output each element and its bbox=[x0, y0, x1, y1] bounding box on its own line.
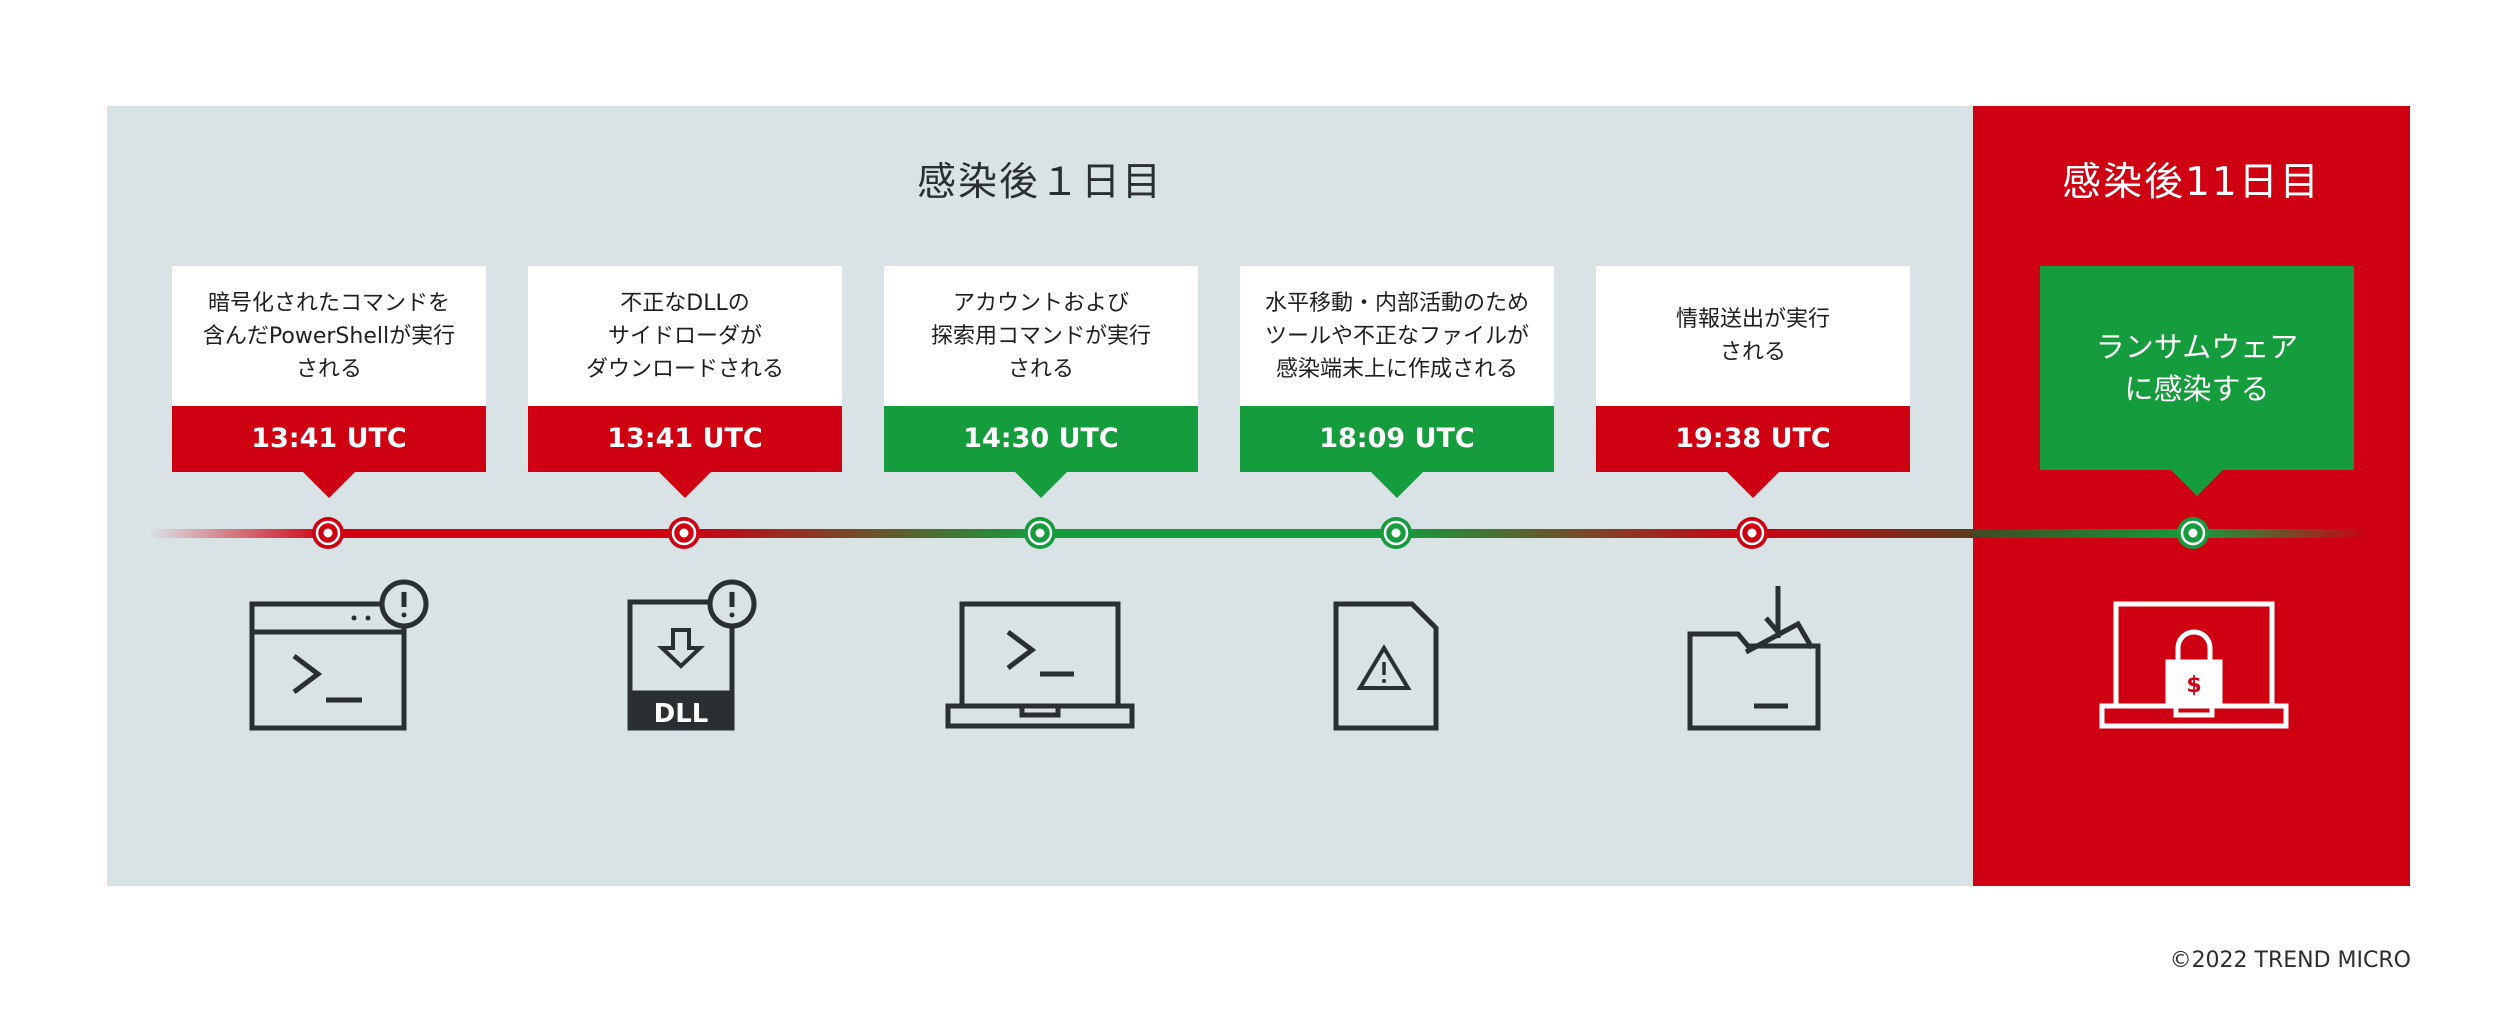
event-description: 暗号化されたコマンドを 含んだPowerShellが実行 される bbox=[202, 290, 456, 382]
day-11-title: 感染後11日目 bbox=[2062, 160, 2321, 205]
terminal-window-alert-icon bbox=[249, 579, 429, 731]
event-description: 情報送出が実行 される bbox=[1675, 307, 1830, 365]
dll-download-alert-icon: DLL bbox=[627, 579, 757, 731]
event-card-exfiltration: 情報送出が実行 される 19:38 UTC bbox=[1596, 266, 1910, 498]
event-card-dll: 不正なDLLの サイドローダが ダウンロードされる 13:41 UTC bbox=[528, 266, 842, 498]
timeline-marker-red bbox=[312, 517, 344, 549]
event-time: 14:30 UTC bbox=[884, 406, 1198, 498]
event-card-discovery: アカウントおよび 探索用コマンドが実行 される 14:30 UTC bbox=[884, 266, 1198, 498]
timeline-marker-red bbox=[1736, 517, 1768, 549]
event-time: 19:38 UTC bbox=[1596, 406, 1910, 498]
file-warning-icon bbox=[1333, 601, 1439, 731]
timeline-line bbox=[150, 529, 2370, 538]
event-card-powershell: 暗号化されたコマンドを 含んだPowerShellが実行 される 13:41 U… bbox=[172, 266, 486, 498]
svg-text:$: $ bbox=[2186, 673, 2201, 698]
event-description: アカウントおよび 探索用コマンドが実行 される bbox=[930, 290, 1151, 382]
laptop-terminal-icon bbox=[945, 601, 1135, 729]
day-11-panel bbox=[1973, 106, 2410, 886]
timeline-marker-red bbox=[668, 517, 700, 549]
event-time: 18:09 UTC bbox=[1240, 406, 1554, 498]
event-card-ransomware: ランサムウェア に感染する bbox=[2040, 266, 2354, 496]
folder-exfiltration-icon bbox=[1687, 586, 1821, 731]
event-description: 不正なDLLの サイドローダが ダウンロードされる bbox=[585, 290, 784, 382]
event-time: 13:41 UTC bbox=[528, 406, 842, 498]
day-1-title: 感染後１日目 bbox=[916, 160, 1163, 205]
event-card-lateral-movement: 水平移動・内部活動のため ツールや不正なファイルが 感染端末上に作成される 18… bbox=[1240, 266, 1554, 498]
laptop-ransom-lock-icon: $ bbox=[2099, 601, 2289, 729]
timeline-marker-green bbox=[1024, 517, 1056, 549]
timeline-marker-green bbox=[1380, 517, 1412, 549]
svg-text:DLL: DLL bbox=[654, 699, 709, 729]
event-time: 13:41 UTC bbox=[172, 406, 486, 498]
copyright-notice: ©2022 TREND MICRO bbox=[2169, 948, 2411, 973]
timeline-marker-green bbox=[2177, 517, 2209, 549]
event-description: 水平移動・内部活動のため ツールや不正なファイルが 感染端末上に作成される bbox=[1264, 290, 1529, 382]
